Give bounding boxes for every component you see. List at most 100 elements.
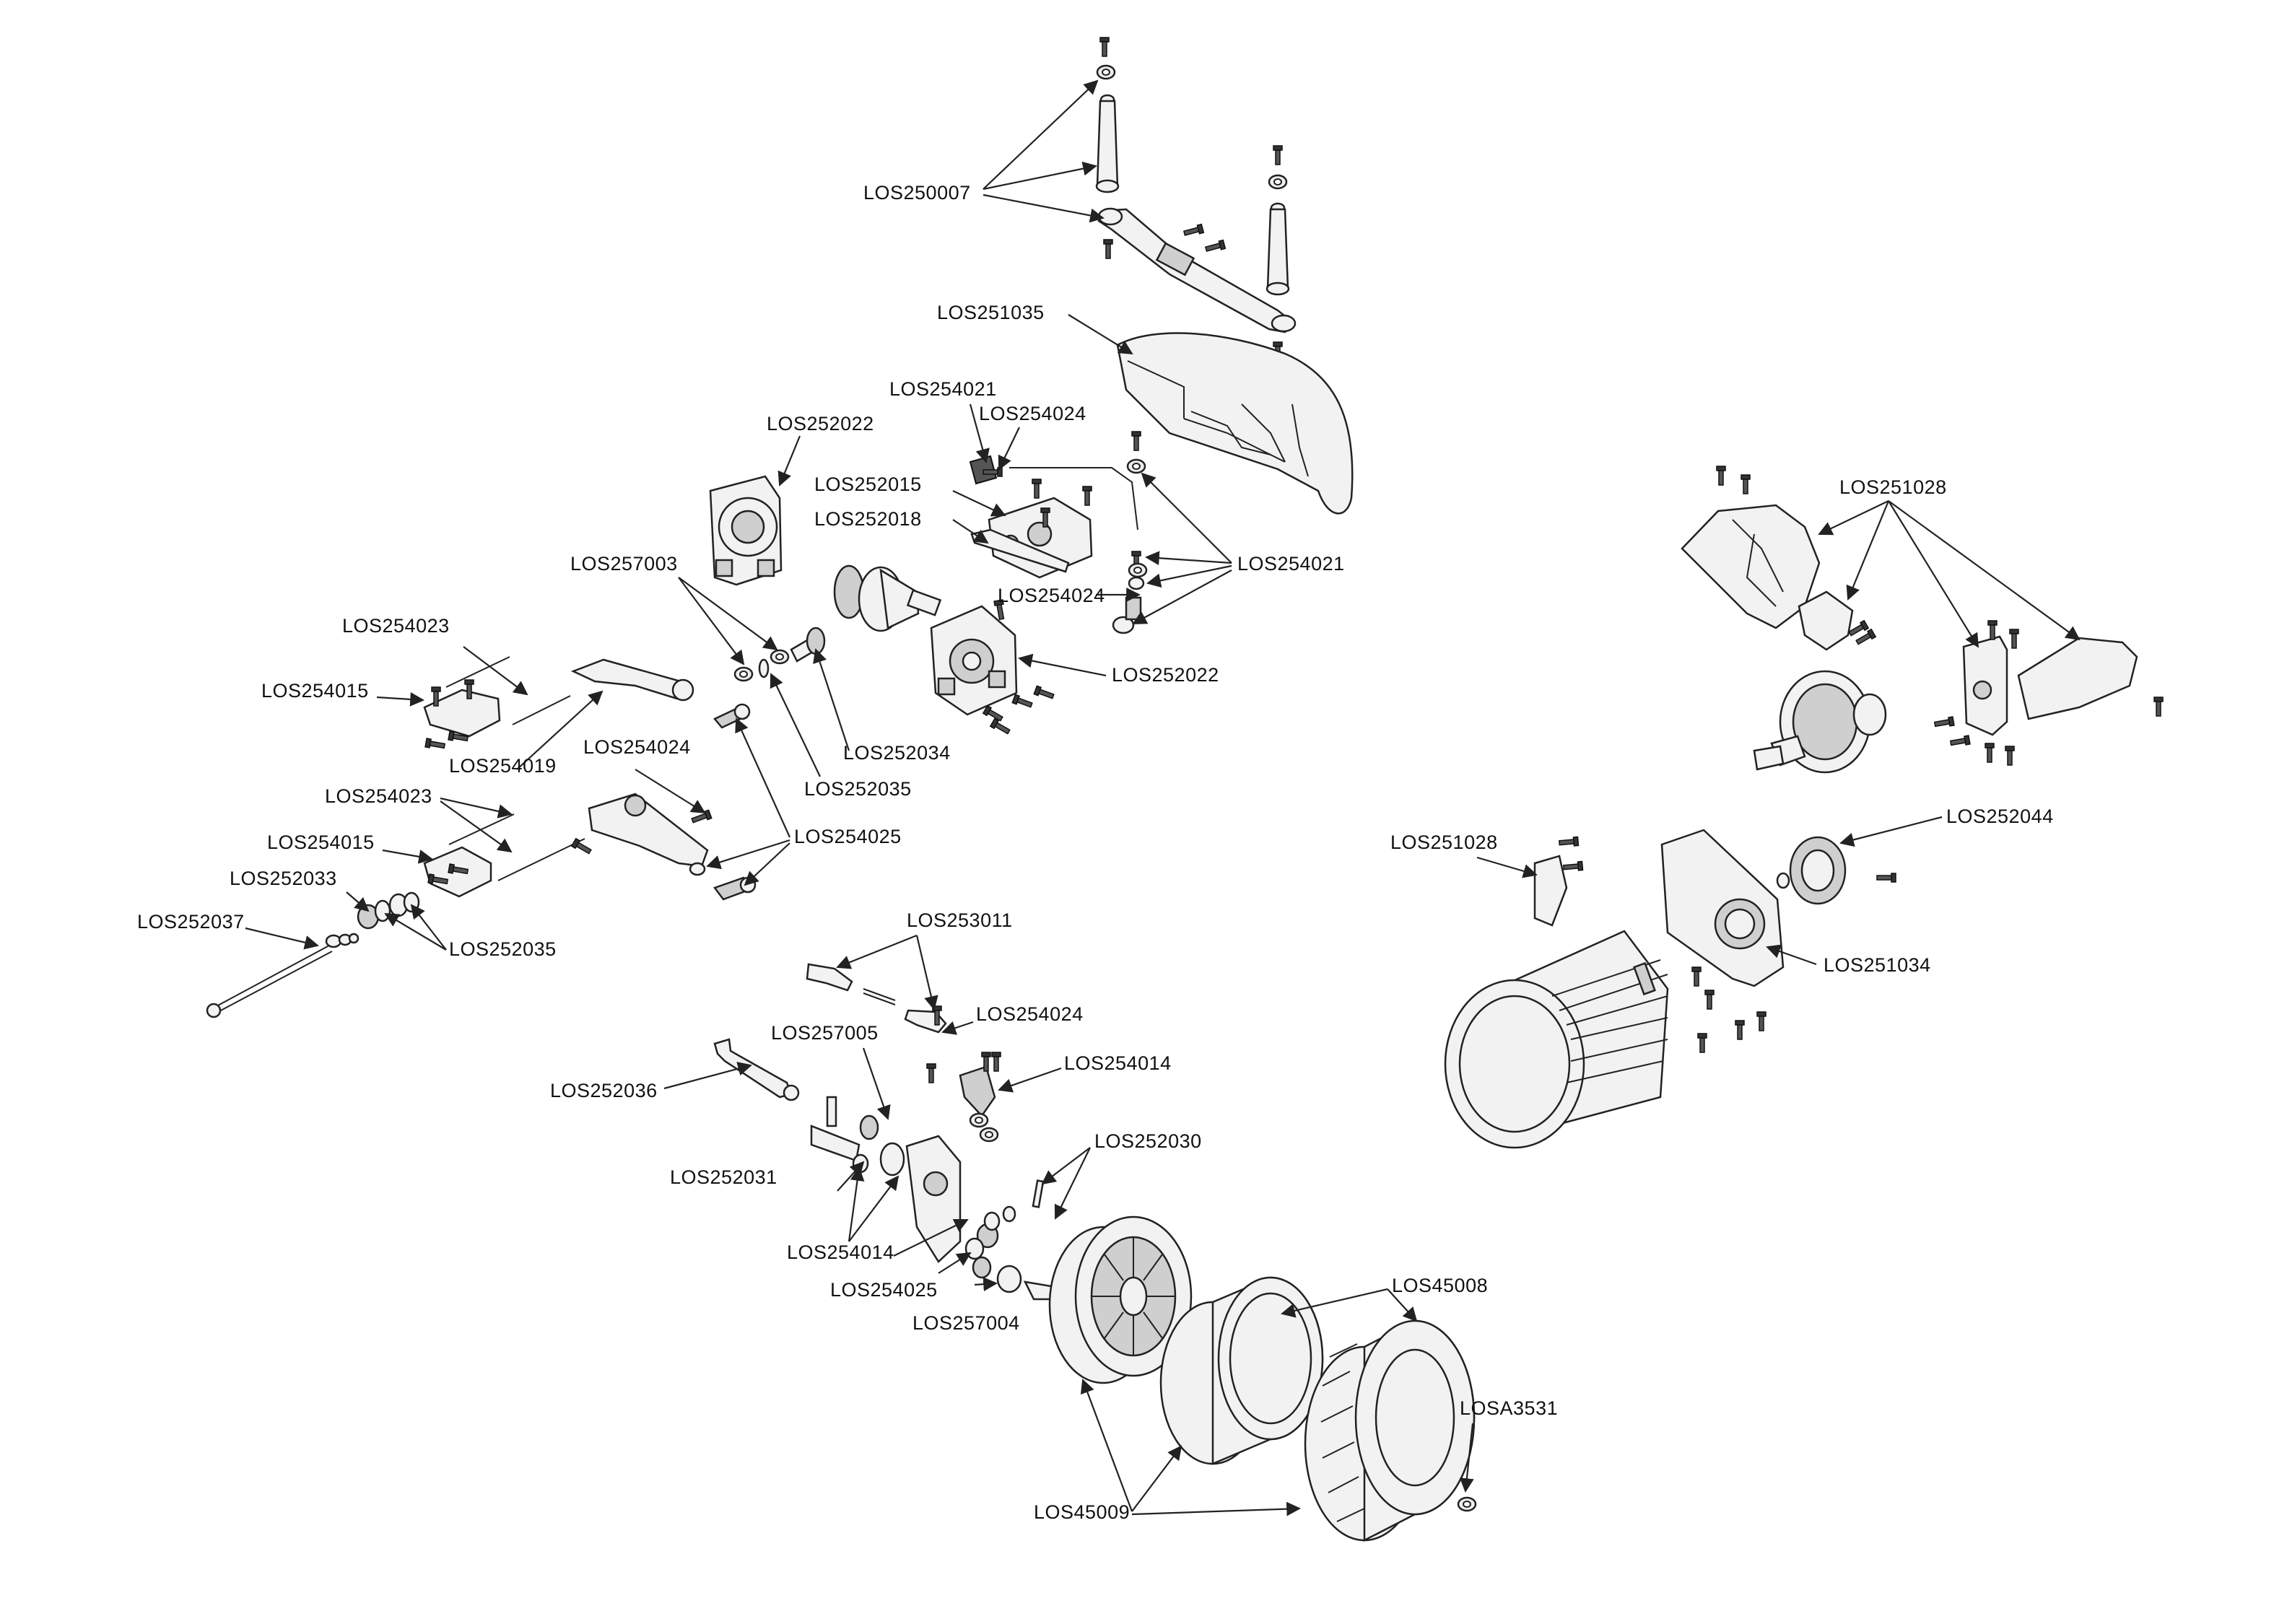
leader-line xyxy=(848,1175,899,1242)
leader-line xyxy=(1888,500,1979,648)
part-label: LOS252031 xyxy=(670,1166,777,1188)
leader-line xyxy=(998,1067,1062,1093)
skid-plate xyxy=(1116,332,1354,515)
part-label: LOS254023 xyxy=(342,615,450,637)
leader-line xyxy=(1846,500,1890,601)
leader-line xyxy=(862,1047,891,1120)
part-label: LOS252035 xyxy=(449,938,557,960)
leader-line xyxy=(848,1166,865,1242)
spur-gear xyxy=(1776,836,1896,905)
part-label: LOS252022 xyxy=(1112,664,1219,686)
leader-line xyxy=(346,891,370,912)
part-label: LOS251028 xyxy=(1390,831,1498,853)
part-label: LOS45009 xyxy=(1034,1501,1130,1523)
leader-line xyxy=(1131,1445,1182,1512)
parts-drawings xyxy=(206,37,2164,1542)
leader-line xyxy=(706,839,790,870)
leader-line xyxy=(1054,1147,1091,1220)
part-label: LOS45008 xyxy=(1392,1275,1488,1296)
servo-mount xyxy=(970,486,1093,579)
part-label: LOS252037 xyxy=(137,911,245,933)
part-label: LOS252036 xyxy=(550,1080,658,1101)
diff-case-lower xyxy=(930,599,1055,736)
part-label: LOS253011 xyxy=(907,909,1013,931)
leader-line xyxy=(813,648,850,751)
part-label: LOS254024 xyxy=(583,736,691,758)
leader-line xyxy=(384,912,447,951)
leader-line xyxy=(998,427,1020,471)
leader-line xyxy=(941,1021,974,1035)
motor xyxy=(1444,930,1669,1149)
part-label: LOS257005 xyxy=(771,1022,879,1044)
part-label: LOS254024 xyxy=(979,403,1086,424)
leader-line xyxy=(1281,1288,1388,1318)
leader-line xyxy=(735,717,791,838)
leader-line xyxy=(983,193,1105,223)
part-label: LOS254019 xyxy=(449,755,557,777)
leader-line xyxy=(1766,944,1817,966)
part-label: LOS252030 xyxy=(1094,1130,1202,1152)
leader-line xyxy=(1476,856,1538,878)
leader-line xyxy=(1145,551,1232,566)
part-label: LOS254015 xyxy=(267,831,375,853)
leader-line xyxy=(836,934,918,969)
rear-bulkhead xyxy=(1933,620,2164,766)
leader-line xyxy=(1068,314,1133,355)
leader-line xyxy=(440,800,513,853)
leader-line xyxy=(382,849,433,864)
diff-case-upper xyxy=(709,475,783,586)
part-label: LOS250007 xyxy=(863,182,971,204)
leader-line xyxy=(974,1277,998,1292)
leader-line xyxy=(983,79,1099,190)
part-label: LOS257004 xyxy=(912,1312,1020,1334)
leader-line xyxy=(663,1062,752,1090)
part-label: LOS252034 xyxy=(843,742,951,764)
leader-line xyxy=(245,927,319,950)
tire-insert xyxy=(1159,1276,1324,1465)
body-post-assembly xyxy=(1095,37,1297,362)
part-label: LOS251035 xyxy=(937,302,1045,323)
rear-diff-case xyxy=(1681,466,1876,651)
leader-line xyxy=(915,935,938,1010)
part-label: LOS254025 xyxy=(830,1279,938,1301)
leader-line xyxy=(1460,1423,1474,1493)
part-label: LOS252022 xyxy=(767,413,874,435)
leader-line xyxy=(635,769,706,814)
leader-line xyxy=(410,904,447,951)
part-label: LOS252035 xyxy=(804,778,912,800)
turnbuckle xyxy=(806,963,1001,1143)
leader-line xyxy=(440,797,513,818)
part-label: LOS254024 xyxy=(976,1003,1084,1025)
part-label: LOS257003 xyxy=(570,553,678,575)
leader-line xyxy=(463,646,528,696)
leader-line xyxy=(770,673,821,777)
leader-line xyxy=(516,690,604,770)
leader-line xyxy=(952,490,1006,517)
leader-line xyxy=(678,577,778,651)
motor-mount xyxy=(1533,829,1785,1053)
leader-lines xyxy=(245,79,2081,1516)
leader-line xyxy=(1146,564,1232,588)
rear-diff xyxy=(1753,670,1887,774)
leader-line xyxy=(1818,500,1889,536)
part-label: LOS252044 xyxy=(1946,806,2054,827)
part-label: LOS254021 xyxy=(1237,553,1345,575)
leader-line xyxy=(1080,1379,1133,1512)
leader-line xyxy=(969,403,990,463)
center-diff xyxy=(833,564,942,632)
leader-line xyxy=(1041,1147,1091,1185)
part-label: LOS254015 xyxy=(261,680,369,702)
leader-line xyxy=(678,577,745,665)
leader-line xyxy=(837,1161,865,1192)
leader-line xyxy=(1387,1288,1418,1322)
leader-line xyxy=(1141,472,1232,564)
leader-line xyxy=(1839,816,1943,847)
leader-line xyxy=(376,692,424,707)
part-label: LOS254021 xyxy=(889,378,997,400)
leader-line xyxy=(952,519,989,544)
part-label: LOS254014 xyxy=(1064,1052,1172,1074)
part-label: LOS251028 xyxy=(1839,476,1947,498)
part-label: LOS254014 xyxy=(787,1241,894,1263)
upper-arm-assembly xyxy=(423,656,751,751)
